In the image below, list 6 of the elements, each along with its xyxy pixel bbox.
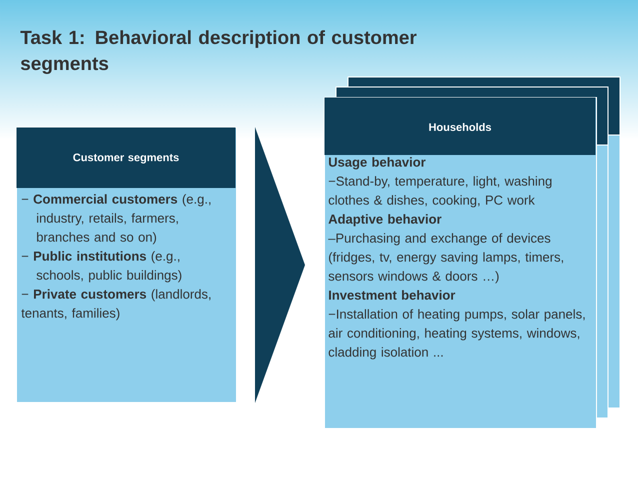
header-bar: Households bbox=[324, 98, 596, 155]
chevron-arrow bbox=[255, 127, 305, 403]
body-text: Usage behavior −Stand-by, temperature, light, washing clothes & dishes, cooking, PC work Adaptive behavior –Purchasing and exchange of devices (fridges, tv, energy saving lamps, timers, sensors windows & doors …) Investment behavior −Installation of heating pumps, solar panels, air conditioning, heating systems, windows, cladding isolation ... bbox=[328, 157, 585, 360]
header-bar: Customer segments bbox=[16, 128, 236, 188]
bullet-list: − Commercial customers (e.g., industry, retails, farmers, branches and so on) − Public institutions (e.g., schools, public buildings) − Private customers (landlords, tenants, families) bbox=[21, 194, 210, 320]
title: Task 1: Behavioral description of customer segments bbox=[20, 30, 417, 74]
